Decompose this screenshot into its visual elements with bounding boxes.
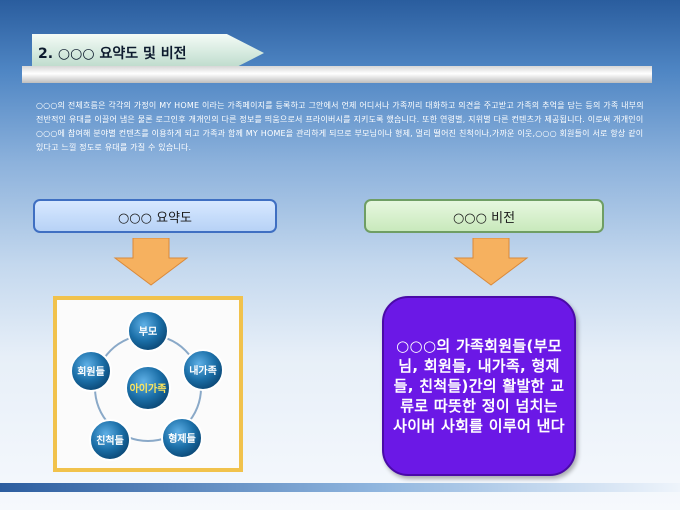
family-network-diagram: 아이가족 부모 내가족 형제들 친척들 회원들	[70, 310, 224, 461]
vision-statement: ○○○의 가족회원들(부모님, 회원들, 내가족, 형제들, 친척들)간의 활발…	[393, 337, 565, 435]
title-underline-bar	[22, 66, 652, 83]
diagram-node: 아이가족	[125, 365, 171, 411]
node-center-label: 아이가족	[130, 382, 167, 395]
section-title: 2. ○○○ 요약도 및 비전	[38, 46, 187, 62]
diagram-node: 형제들	[161, 417, 203, 459]
vision-label: ○○○ 비전	[452, 210, 516, 226]
intro-paragraph: ○○○의 전체흐름은 각각의 가정이 MY HOME 이라는 가족페이지를 등록…	[36, 101, 644, 152]
diagram-node: 부모	[127, 310, 169, 352]
diagram-node: 회원들	[70, 350, 112, 392]
down-arrow-icon	[453, 238, 529, 286]
summary-label: ○○○ 요약도	[117, 210, 193, 226]
diagram-node: 내가족	[182, 349, 224, 391]
summary-diagram: 아이가족 부모 내가족 형제들 친척들 회원들	[53, 296, 243, 472]
node-label: 회원들	[77, 365, 105, 378]
node-label: 부모	[139, 326, 157, 338]
footer-strip	[0, 483, 680, 492]
node-label: 친척들	[96, 434, 124, 447]
vision-statement-box: ○○○의 가족회원들(부모님, 회원들, 내가족, 형제들, 친척들)간의 활발…	[382, 296, 576, 476]
diagram-node: 친척들	[89, 419, 131, 461]
down-arrow-icon	[113, 238, 189, 286]
node-label: 형제들	[168, 432, 196, 445]
node-label: 내가족	[189, 364, 217, 377]
section-title-tab: 2. ○○○ 요약도 및 비전	[32, 34, 264, 72]
vision-label-box: ○○○ 비전	[364, 199, 604, 233]
summary-label-box: ○○○ 요약도	[33, 199, 277, 233]
